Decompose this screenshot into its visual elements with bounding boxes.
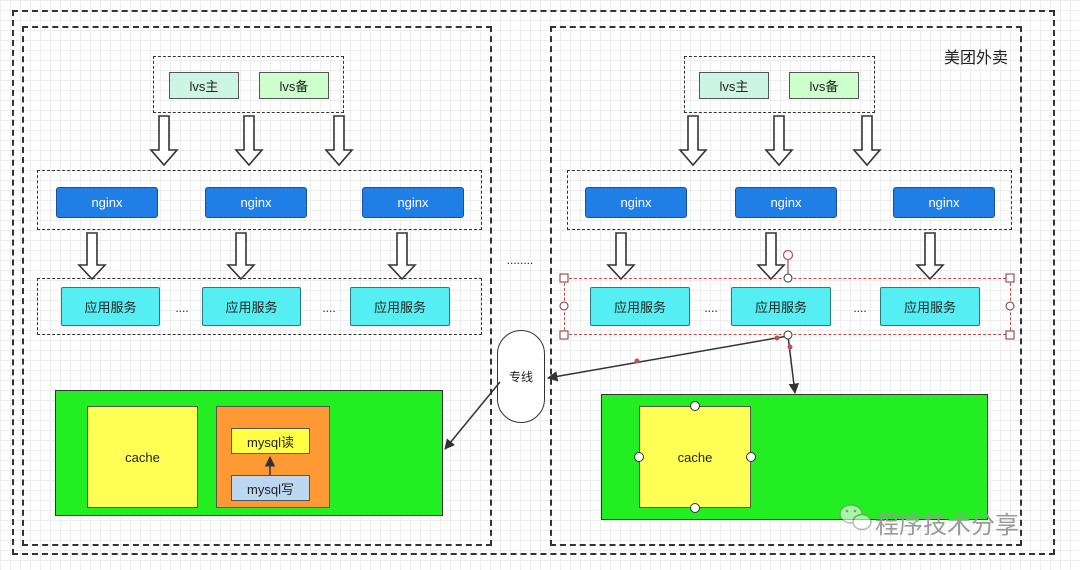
resize-handle	[634, 452, 644, 462]
block-arrow-icon	[764, 115, 794, 167]
right-app-1[interactable]: 应用服务	[590, 287, 690, 326]
left-app-2[interactable]: 应用服务	[202, 287, 301, 326]
block-arrow-icon	[226, 232, 256, 281]
block-arrow-icon	[77, 232, 107, 281]
resize-handle	[559, 330, 569, 340]
block-arrow-icon	[606, 232, 636, 281]
left-nginx-3[interactable]: nginx	[362, 187, 464, 218]
resize-handle	[1005, 330, 1015, 340]
resize-handle	[746, 452, 756, 462]
right-region	[550, 26, 1022, 546]
block-arrow-icon	[234, 115, 264, 167]
right-nginx-2[interactable]: nginx	[735, 187, 837, 218]
dedicated-line[interactable]: 专线	[497, 330, 545, 423]
left-nginx-1[interactable]: nginx	[56, 187, 158, 218]
dedicated-to-left-zone-arrow	[444, 381, 501, 450]
watermark-text: 程序技术分享	[875, 511, 1019, 539]
left-lvs-backup[interactable]: lvs备	[259, 72, 329, 99]
connector-waypoint	[634, 358, 640, 364]
block-arrow-icon	[324, 115, 354, 167]
right-lvs-group	[684, 56, 875, 113]
block-arrow-icon	[678, 115, 708, 167]
left-app-sep-2: ....	[322, 301, 336, 315]
left-lvs-main[interactable]: lvs主	[169, 72, 239, 99]
block-arrow-icon	[852, 115, 882, 167]
resize-handle	[783, 273, 793, 283]
left-region	[22, 26, 492, 546]
left-lvs-group	[153, 56, 344, 113]
block-arrow-icon	[915, 232, 945, 281]
left-nginx-group	[37, 170, 482, 230]
left-cache[interactable]: cache	[87, 406, 198, 508]
left-lvs-arrows	[149, 115, 354, 167]
wechat-icon	[839, 504, 872, 531]
right-app-2[interactable]: 应用服务	[731, 287, 831, 326]
selection-handles[interactable]	[559, 273, 1015, 340]
left-app-sep-1: ....	[175, 301, 189, 315]
resize-handle	[559, 273, 569, 283]
outer-frame	[12, 10, 1055, 555]
left-app-3[interactable]: 应用服务	[350, 287, 450, 326]
right-lvs-main[interactable]: lvs主	[699, 72, 769, 99]
app-to-right-zone-arrow	[787, 335, 800, 395]
resize-handle	[1005, 301, 1015, 311]
left-nginx-2[interactable]: nginx	[205, 187, 307, 218]
connector-waypoint	[774, 335, 780, 341]
right-nginx-1[interactable]: nginx	[585, 187, 687, 218]
right-nginx-group	[567, 170, 1012, 230]
right-app-3[interactable]: 应用服务	[880, 287, 980, 326]
app-to-dedicated-arrow	[546, 335, 789, 382]
left-app-group	[37, 278, 482, 335]
resize-handle	[559, 301, 569, 311]
region-title: 美团外卖	[943, 50, 1008, 67]
resize-handle	[1005, 273, 1015, 283]
left-nginx-arrows	[77, 232, 417, 281]
connector-waypoint	[787, 344, 793, 350]
left-mysql-write[interactable]: mysql写	[231, 475, 310, 501]
block-arrow-icon	[387, 232, 417, 281]
right-app-sep-2: ....	[853, 301, 867, 315]
resize-handle	[690, 401, 700, 411]
resize-handle	[690, 503, 700, 513]
middle-ellipsis: ........	[506, 253, 534, 267]
rotate-handle	[782, 249, 794, 261]
right-lvs-backup[interactable]: lvs备	[789, 72, 859, 99]
resize-handle	[783, 330, 793, 340]
block-arrow-icon	[149, 115, 179, 167]
left-mysql-read[interactable]: mysql读	[231, 428, 310, 454]
block-arrow-icon	[756, 232, 786, 281]
left-app-1[interactable]: 应用服务	[61, 287, 160, 326]
right-nginx-3[interactable]: nginx	[893, 187, 995, 218]
right-nginx-arrows	[606, 232, 945, 281]
cache-handles[interactable]	[634, 401, 756, 513]
right-lvs-arrows	[678, 115, 882, 167]
right-app-sep-1: ....	[704, 301, 718, 315]
